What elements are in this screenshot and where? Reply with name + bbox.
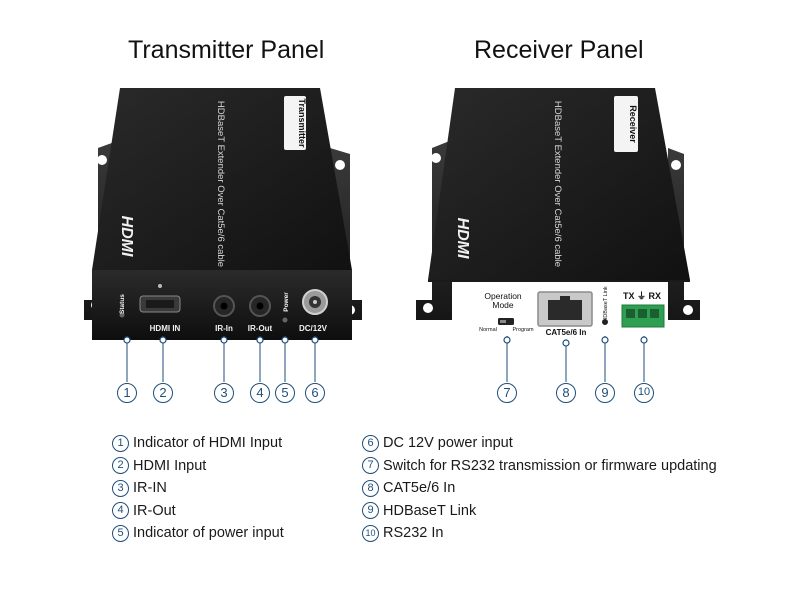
- transmitter-hdmi-logo: HDMI: [118, 216, 135, 257]
- receiver-device: Receiver HDBaseT Extender Over Cat5e/6 c…: [416, 88, 700, 337]
- callout-leader-lines: [126, 336, 645, 382]
- legend-text: HDMI Input: [133, 457, 207, 474]
- legend-text: RS232 In: [383, 525, 444, 542]
- transmitter-hdmi-in-label: HDMI IN: [150, 324, 181, 333]
- receiver-link-led: [602, 319, 608, 325]
- transmitter-status-led: [119, 312, 125, 318]
- transmitter-power-led: [282, 317, 288, 323]
- callout-8: 8: [556, 383, 576, 403]
- transmitter-power-label: Power: [283, 292, 290, 312]
- callout-3: 3: [214, 383, 234, 403]
- legend-number: 3: [112, 479, 129, 497]
- callout-2: 2: [153, 383, 173, 403]
- receiver-hdmi-logo: HDMI: [454, 218, 471, 259]
- legend-number: 7: [362, 457, 379, 475]
- transmitter-dc-label: DC/12V: [299, 324, 328, 333]
- receiver-side-label-text: Receiver: [628, 105, 638, 143]
- legend-number: 9: [362, 502, 379, 520]
- legend-text: Indicator of power input: [133, 525, 284, 542]
- transmitter-status-label: Status: [119, 294, 126, 314]
- legend-text: Indicator of HDMI Input: [133, 435, 283, 452]
- legend-number: 4: [112, 502, 129, 520]
- legend-number: 1: [112, 434, 129, 452]
- legend-number: 2: [112, 457, 129, 475]
- receiver-operation-mode-label-2: Mode: [492, 300, 514, 310]
- transmitter-ir-out-label: IR-Out: [248, 324, 273, 333]
- legend-number: 10: [362, 524, 379, 542]
- receiver-cat-label: CAT5e/6 In: [546, 328, 587, 337]
- receiver-program-label: Program: [512, 327, 534, 333]
- transmitter-side-label-text: Transmitter: [297, 98, 307, 148]
- legend-text: IR-IN: [133, 480, 167, 497]
- legend-text: DC 12V power input: [383, 435, 513, 452]
- legend-number: 8: [362, 479, 379, 497]
- receiver-top-text: HDBaseT Extender Over Cat5e/6 cable: [552, 101, 563, 267]
- legend-text: HDBaseT Link: [383, 502, 477, 519]
- callout-1: 1: [117, 383, 137, 403]
- callout-4: 4: [250, 383, 270, 403]
- receiver-front-face: [428, 280, 690, 282]
- receiver-normal-label: Normal: [479, 327, 497, 333]
- callout-6: 6: [305, 383, 325, 403]
- transmitter-device: Transmitter HDBaseT Extender Over Cat5e/…: [84, 88, 362, 340]
- transmitter-ir-in-label: IR-In: [215, 324, 233, 333]
- legend-number: 6: [362, 434, 379, 452]
- receiver-operation-mode-label-1: Operation: [484, 291, 522, 301]
- transmitter-side-label: [284, 96, 306, 150]
- callout-anchor-dots: [123, 336, 648, 347]
- transmitter-top-text: HDBaseT Extender Over Cat5e/6 cable: [215, 101, 226, 267]
- transmitter-panel-title: Transmitter Panel: [128, 36, 325, 64]
- receiver-link-label: HDBaseT Link: [603, 286, 609, 322]
- callout-5: 5: [275, 383, 295, 403]
- legend-text: IR-Out: [133, 502, 176, 519]
- legend-number: 5: [112, 524, 129, 542]
- callout-7: 7: [497, 383, 517, 403]
- receiver-panel-title: Receiver Panel: [474, 36, 644, 64]
- receiver-txrx-label: TX ⏚ RX: [623, 291, 661, 301]
- legend-text: Switch for RS232 transmission or firmwar…: [383, 457, 717, 474]
- callout-9: 9: [595, 383, 615, 403]
- callout-10: 10: [634, 383, 654, 403]
- legend-text: CAT5e/6 In: [383, 480, 456, 497]
- receiver-side-label: [614, 96, 638, 152]
